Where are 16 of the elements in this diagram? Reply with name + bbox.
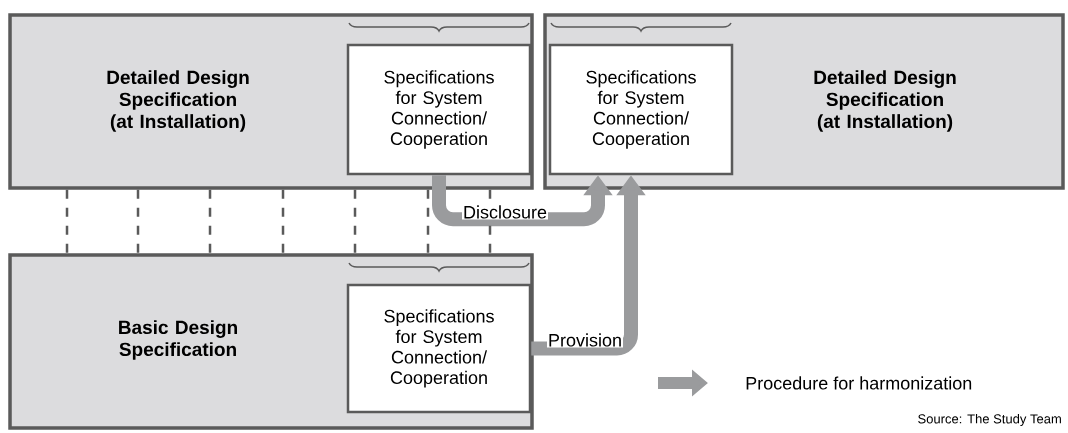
edge-label: Disclosure: [462, 204, 548, 220]
dashed-line: [426, 189, 430, 254]
dashed-line: [353, 189, 357, 254]
panel-title: Basic Design Specification: [119, 320, 237, 360]
edge-label: Provision: [547, 332, 623, 348]
panel-title: Detailed Design Specification (at Installation): [814, 70, 956, 132]
specification-box: Specifications for System Connection/ Cooperation: [548, 43, 734, 176]
specification-box: Specifications for System Connection/ Cooperation: [346, 43, 532, 176]
specification-box: Specifications for System Connection/ Cooperation: [346, 283, 532, 414]
dashed-line: [281, 189, 285, 254]
source-note: Source: The Study Team: [918, 413, 1061, 427]
legend-text: Procedure for harmonization: [746, 376, 972, 390]
dashed-line: [208, 189, 212, 254]
dashed-line: [136, 189, 140, 254]
dashed-line: [65, 189, 69, 254]
panel-title: Detailed Design Specification (at Installation): [107, 70, 249, 132]
